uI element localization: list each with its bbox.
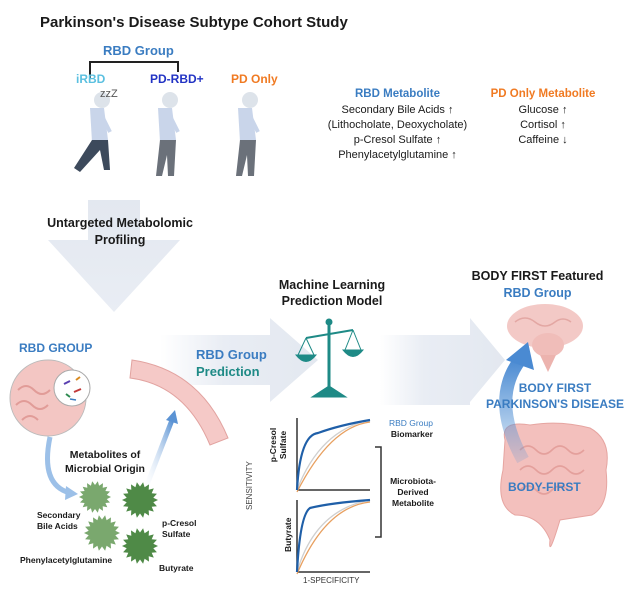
ml-model-label: Machine Learning Prediction Model <box>262 277 402 309</box>
gut-brain-arrow <box>499 356 529 464</box>
bracket-line: Metabolite <box>391 498 435 508</box>
prediction-arrow <box>160 318 318 402</box>
roc-legend: RBD Group Biomarker <box>389 418 433 440</box>
roc-y-axis-label: SENSITIVITY <box>245 461 254 510</box>
bracket <box>375 446 382 538</box>
profiling-line: Untargeted Metabolomic <box>47 216 193 230</box>
legend-line: RBD Group <box>389 418 433 428</box>
metabolite-label-butyrate: Butyrate <box>159 563 194 573</box>
profiling-label: Untargeted Metabolomic Profiling <box>20 215 220 249</box>
intestine-icon <box>500 422 608 548</box>
microbial-origin-label: Metabolites of Microbial Origin <box>50 448 160 476</box>
rbd-metabolite-item: (Lithocholate, Deoxycholate) <box>327 119 468 131</box>
ml-line: Prediction Model <box>281 294 383 308</box>
roc-curve-blue <box>295 498 371 573</box>
roc-chart-bottom <box>295 498 371 575</box>
roc-x-axis-label: 1-SPECIFICITY <box>303 576 360 585</box>
panel-line: p-Cresol <box>268 427 278 463</box>
phenylacetylglutamine-molecule-icon <box>84 515 120 551</box>
body-first-arrow <box>380 318 505 405</box>
disease-line: BODY FIRST <box>518 381 592 395</box>
roc-curve-gray <box>296 419 371 491</box>
pd-only-metabolite-list: PD Only Metabolite Glucose ↑ Cortisol ↑ … <box>483 88 603 148</box>
metabolite-label-phenylacetylglutamine: Phenylacetylglutamine <box>20 555 113 565</box>
disease-line: PARKINSON'S DISEASE <box>486 397 624 411</box>
bracket-label: Microbiota- Derived Metabolite <box>382 476 444 509</box>
metabolite-label-p-cresol: p-Cresol Sulfate <box>162 518 196 540</box>
gut-body-first-label: BODY-FIRST <box>508 480 581 494</box>
rbd-group-label: RBD Group <box>103 43 174 58</box>
metabolite-label-bile-acids: Secondary Bile Acids <box>37 510 80 532</box>
down-arrow <box>48 200 180 312</box>
rbd-metabolite-list: RBD Metabolite Secondary Bile Acids ↑ (L… <box>320 88 475 163</box>
pd-only-metabolite-item: Cortisol ↑ <box>520 119 566 131</box>
roc-panel-label-top: p-Cresol Sulfate <box>268 415 288 475</box>
prediction-line: Prediction <box>196 364 260 379</box>
pd-only-person-icon <box>236 92 260 176</box>
bracket-line: Microbiota- <box>390 476 436 486</box>
rbd-metabolite-item: Secondary Bile Acids ↑ <box>341 104 454 116</box>
label-line: Sulfate <box>162 529 191 539</box>
gut-microbiome-icon <box>9 359 91 437</box>
blood-vessel-icon <box>129 359 229 446</box>
balance-scale-icon <box>294 318 365 398</box>
p-cresol-molecule-icon <box>122 482 158 518</box>
rbd-metabolite-item: p-Cresol Sulfate ↑ <box>353 134 442 146</box>
pd-only-metabolite-header: PD Only Metabolite <box>490 88 596 100</box>
bracket-line: Derived <box>397 487 429 497</box>
pd-only-metabolite-item: Caffeine ↓ <box>518 134 568 146</box>
butyrate-molecule-icon <box>122 528 158 564</box>
roc-curve-blue <box>295 418 371 491</box>
bile-acids-molecule-icon <box>79 481 111 513</box>
roc-chart-top <box>295 418 371 493</box>
prediction-label: RBD Group Prediction <box>196 346 267 380</box>
body-first-title-line: BODY FIRST Featured <box>471 269 604 283</box>
body-first-title: BODY FIRST Featured RBD Group <box>450 268 625 302</box>
panel-line: Sulfate <box>278 430 288 460</box>
profiling-line: Profiling <box>94 233 146 247</box>
label-line: p-Cresol <box>162 518 197 528</box>
irbd-label: iRBD <box>76 72 106 86</box>
roc-curve-gray <box>296 499 371 573</box>
sleep-zzz-icon: zzZ <box>100 88 118 100</box>
rbd-metabolite-header: RBD Metabolite <box>355 88 440 100</box>
irbd-person-icon <box>74 92 112 172</box>
label-line: Bile Acids <box>37 521 78 531</box>
roc-panel-label-bottom: Butyrate <box>283 517 293 552</box>
body-first-disease-label: BODY FIRST PARKINSON'S DISEASE <box>470 380 640 412</box>
origin-line: Metabolites of <box>69 449 141 461</box>
page-title: Parkinson's Disease Subtype Cohort Study <box>40 14 348 31</box>
prediction-line: RBD Group <box>196 347 267 362</box>
rbd-metabolite-item: Phenylacetylglutamine ↑ <box>338 149 457 161</box>
rbd-group-panel-label: RBD GROUP <box>19 341 93 355</box>
pd-rbd-plus-label: PD-RBD+ <box>150 72 204 86</box>
origin-line: Microbial Origin <box>65 463 145 475</box>
legend-line: Biomarker <box>390 429 433 439</box>
body-first-subtitle: RBD Group <box>503 286 572 300</box>
ml-line: Machine Learning <box>278 278 386 292</box>
pd-only-metabolite-item: Glucose ↑ <box>518 104 568 116</box>
metabolites-to-vessel-arrow <box>142 419 175 491</box>
roc-curve-orange <box>296 501 371 575</box>
rbd-group-bracket <box>89 61 179 78</box>
roc-curve-orange <box>296 421 371 493</box>
brain-icon <box>507 304 583 372</box>
pd-only-label: PD Only <box>231 72 278 86</box>
label-line: Secondary <box>37 510 81 520</box>
gut-to-metabolites-arrow <box>45 436 71 496</box>
pd-rbd-plus-person-icon <box>156 92 180 176</box>
